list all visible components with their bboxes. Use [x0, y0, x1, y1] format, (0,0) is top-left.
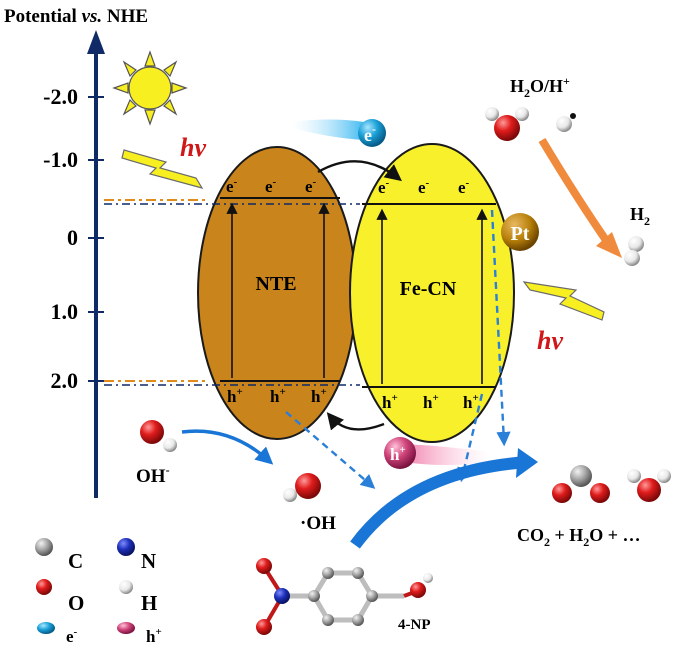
legend-nitrogen-label: N [141, 549, 156, 573]
legend: C N O H e- h+ [35, 538, 162, 646]
pollutant-label: 4-NP [398, 617, 431, 633]
legend-oxygen-icon [36, 579, 52, 595]
tick-label-1: 1.0 [51, 299, 79, 324]
svg-text:e-: e- [226, 176, 238, 196]
svg-text:e-: e- [458, 177, 470, 197]
hydrogen-molecule [624, 236, 644, 266]
legend-carbon-icon [35, 538, 53, 556]
tick-label-neg2: -2.0 [43, 84, 78, 109]
radical-label: ·OH [300, 513, 336, 534]
reactant-label: H2O/H+ [510, 74, 570, 100]
sun-icon [112, 50, 188, 126]
hydroxide-label: OH- [136, 463, 170, 487]
hydroxide-ion [140, 420, 177, 452]
tick-label-0: 0 [67, 225, 78, 250]
pt-label: Pt [511, 223, 530, 245]
co2-molecule [552, 465, 610, 503]
hv-label-left: hv [180, 133, 206, 162]
dashed-pathways [285, 209, 511, 489]
excitation-arrows [226, 202, 488, 384]
4-np-molecule [256, 558, 433, 635]
legend-oxygen-label: O [68, 591, 84, 615]
fecn-semiconductor [349, 143, 515, 443]
svg-text:e-: e- [265, 176, 277, 196]
legend-hydrogen-label: H [141, 591, 157, 615]
legend-electron-label: e- [66, 626, 78, 646]
potential-axis [87, 30, 105, 498]
svg-text:e-: e- [378, 177, 390, 197]
hv-label-right: hv [537, 326, 563, 355]
axis-arrowhead [87, 30, 105, 54]
nte-label: NTE [255, 273, 296, 295]
incoming-electron: e- [292, 119, 386, 147]
fecn-label: Fe-CN [400, 278, 457, 300]
light-bolt-right-icon [522, 281, 605, 321]
oxidation-arrow [181, 429, 274, 465]
h2-evolution-arrow [538, 137, 614, 249]
tick-label-neg1: -1.0 [43, 147, 78, 172]
legend-carbon-label: C [68, 549, 83, 573]
electron-transfer-arrow [317, 160, 402, 182]
hole-transfer-arrow [326, 412, 385, 431]
pt-cocatalyst [501, 213, 539, 251]
legend-electron-icon [37, 622, 55, 634]
svg-text:e-: e- [418, 177, 430, 197]
degradation-arrowhead [516, 448, 538, 478]
hydroxyl-radical [283, 473, 321, 502]
svg-text:e-: e- [305, 176, 317, 196]
light-bolt-left-icon [121, 149, 204, 189]
tick-label-2: 2.0 [51, 368, 79, 393]
products-label: CO2 + H2O + … [517, 525, 641, 549]
degradation-arrow [350, 456, 529, 549]
legend-nitrogen-icon [117, 538, 135, 556]
h2-arrowhead [596, 232, 622, 258]
fecn-cb-electrons: e- e- e- [378, 177, 470, 197]
nte-cb-e-1: - [234, 176, 238, 188]
legend-hydrogen-icon [119, 580, 133, 594]
h2-label: H2 [630, 204, 650, 228]
proton [556, 113, 576, 132]
axis-title: Potential vs. NHE [4, 6, 148, 27]
water-product [627, 469, 671, 502]
legend-hole-icon [117, 622, 135, 634]
migrating-hole: h+ [384, 437, 490, 469]
nte-cb-electrons: e- e- e- [226, 176, 317, 196]
legend-hole-label: h+ [146, 626, 162, 646]
water-molecule [485, 107, 529, 141]
